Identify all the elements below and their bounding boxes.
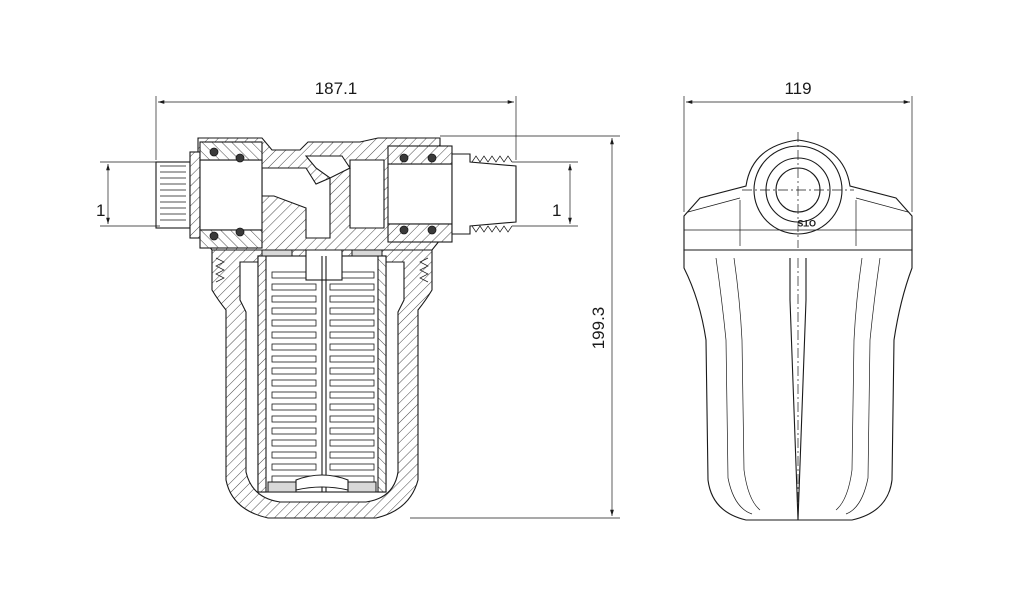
dim-side-width-text: 119 xyxy=(784,79,811,98)
cartridge-slot xyxy=(271,379,317,387)
cartridge-slot xyxy=(271,283,317,291)
side-view: OTS xyxy=(683,132,913,521)
cartridge-slot xyxy=(329,331,375,339)
head-passage xyxy=(261,167,331,239)
bowl-thread xyxy=(215,257,429,283)
cartridge-slot xyxy=(329,403,375,411)
cartridge-slot xyxy=(329,427,375,435)
cartridge-slot xyxy=(329,391,375,399)
bowl-outline xyxy=(683,249,913,521)
cartridge-slot xyxy=(271,451,317,459)
dim-inlet-text: 1 xyxy=(96,201,105,220)
cartridge-slot xyxy=(271,295,317,303)
cartridge-slot xyxy=(271,427,317,435)
cartridge-slot xyxy=(329,295,375,303)
inlet-fitting xyxy=(155,141,263,249)
cartridge-slot xyxy=(271,331,317,339)
cartridge-slot xyxy=(271,307,317,315)
cartridge-slot xyxy=(329,463,375,471)
cartridge-slot xyxy=(271,403,317,411)
cartridge-slot xyxy=(329,343,375,351)
dim-height-text: 199.3 xyxy=(589,307,608,350)
cartridge-slot xyxy=(329,379,375,387)
cartridge-slot xyxy=(271,391,317,399)
cartridge-slot xyxy=(329,283,375,291)
dim-width-text: 187.1 xyxy=(315,79,358,98)
cartridge-slot xyxy=(329,439,375,447)
cartridge-slot xyxy=(271,343,317,351)
dimensions: 187.1 199.3 119 1 1 xyxy=(96,79,913,519)
dim-outlet-text: 1 xyxy=(552,201,561,220)
cartridge-slot xyxy=(329,415,375,423)
cartridge-slot xyxy=(271,463,317,471)
cartridge-slot xyxy=(271,319,317,327)
cartridge-slot xyxy=(271,355,317,363)
cartridge-slot xyxy=(271,439,317,447)
cartridge-slot xyxy=(329,355,375,363)
outlet-fitting xyxy=(387,145,517,243)
bowl-ribs xyxy=(715,257,881,515)
filter-cartridge xyxy=(257,239,387,493)
cartridge-slot xyxy=(329,367,375,375)
cap-emboss: OTS xyxy=(797,218,816,228)
section-view xyxy=(155,137,517,519)
cartridge-slot xyxy=(329,319,375,327)
cartridge-slot xyxy=(329,451,375,459)
cartridge-slot xyxy=(329,307,375,315)
cartridge-slot xyxy=(271,415,317,423)
cartridge-slot xyxy=(271,367,317,375)
